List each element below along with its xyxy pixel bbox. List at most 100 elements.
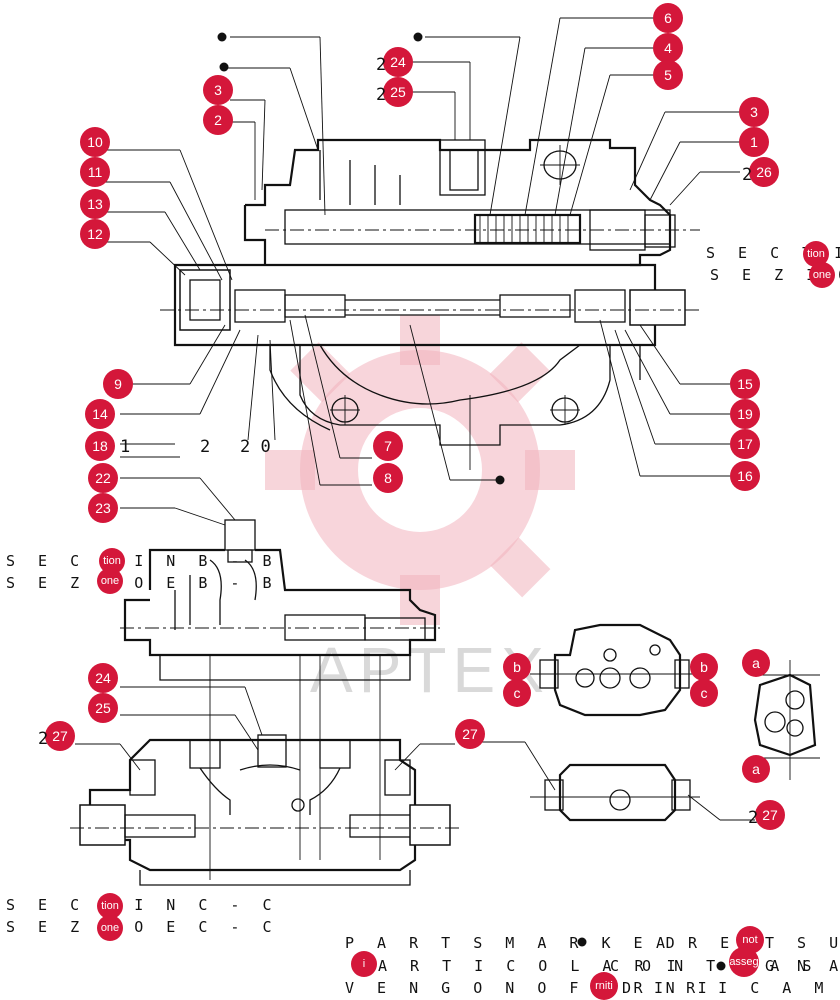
callout-b-right: b [690, 653, 718, 681]
svg-text:24: 24 [95, 670, 111, 686]
section-b-label-it: S E Z I O E B - B [6, 574, 279, 592]
svg-text:i: i [363, 958, 365, 970]
marker-dot [219, 62, 229, 72]
small-view-leader-lines [480, 741, 755, 821]
callout-c-right: c [690, 679, 718, 707]
callout-11: 11 [80, 157, 110, 187]
callout-c-left: c [503, 679, 531, 707]
svg-text:22: 22 [95, 470, 111, 486]
callout-b-left: b [503, 653, 531, 681]
section-c-label-en: S E C T I N C - C [6, 896, 279, 914]
callout-25-lower: 25 [88, 693, 118, 723]
svg-text:27: 27 [762, 807, 778, 823]
small-view-side [753, 660, 820, 780]
svg-text:1: 1 [750, 134, 758, 150]
partial-digit: 2 [376, 85, 386, 105]
svg-text:a: a [752, 761, 760, 777]
note-line-3-b: D I R I C A M B I [622, 979, 840, 997]
partial-digit: 2 [742, 165, 752, 185]
callout-a-top: a [742, 649, 770, 677]
svg-text:27: 27 [462, 726, 478, 742]
callout-27-right: 27 [755, 800, 785, 830]
section-a-label-it: S E Z I O [710, 266, 840, 284]
callout-3-right: 3 [739, 97, 769, 127]
callout-27-left: 27 [45, 721, 75, 751]
overlay-not: not [736, 926, 764, 954]
svg-text:asseg: asseg [729, 956, 758, 968]
section-b-label-en: S E C T I N B - B [6, 552, 279, 570]
svg-text:17: 17 [737, 436, 753, 452]
note-line-2: A R T I C O L A R I [378, 957, 683, 975]
svg-text:7: 7 [384, 438, 392, 454]
callout-a-bottom: a [742, 755, 770, 783]
callout-12: 12 [80, 219, 110, 249]
svg-text:3: 3 [750, 104, 758, 120]
callout-23: 23 [88, 493, 118, 523]
callout-2: 2 [203, 105, 233, 135]
svg-text:c: c [701, 685, 708, 701]
svg-text:13: 13 [87, 196, 103, 212]
callout-17: 17 [730, 429, 760, 459]
overlay-tion-a: tion [803, 241, 829, 267]
svg-text:3: 3 [214, 82, 222, 98]
callout-13: 13 [80, 189, 110, 219]
svg-text:4: 4 [664, 40, 672, 56]
callout-7: 7 [373, 431, 403, 461]
partial-digit: 2 [38, 729, 48, 749]
svg-text:not: not [742, 934, 757, 946]
callout-27-mid: 27 [455, 719, 485, 749]
callout-4: 4 [653, 33, 683, 63]
svg-text:24: 24 [390, 54, 406, 70]
section-c-label-it: S E Z I O E C - C [6, 918, 279, 936]
note-line-2-c: G N A [765, 957, 840, 975]
callout-24-lower: 24 [88, 663, 118, 693]
marker-dot [716, 961, 726, 971]
svg-text:25: 25 [95, 700, 111, 716]
overlay-one-b: one [97, 568, 123, 594]
svg-text:2: 2 [214, 112, 222, 128]
marker-dot [577, 937, 587, 947]
svg-text:12: 12 [87, 226, 103, 242]
section-c-drawing [70, 734, 460, 886]
section-b-leader-lines [120, 456, 236, 526]
partial-digit: 2 [200, 437, 210, 457]
svg-text:14: 14 [92, 406, 108, 422]
callout-8: 8 [373, 463, 403, 493]
section-a-leader-lines [95, 17, 740, 486]
callout-24: 24 [383, 47, 413, 77]
callout-10: 10 [80, 127, 110, 157]
svg-text:tion: tion [101, 900, 119, 912]
svg-text:27: 27 [52, 728, 68, 744]
overlay-i: i [351, 951, 377, 977]
callout-14: 14 [85, 399, 115, 429]
callout-9: 9 [103, 369, 133, 399]
svg-text:11: 11 [88, 164, 103, 180]
callout-6: 6 [653, 3, 683, 33]
callout-3: 3 [203, 75, 233, 105]
svg-text:tion: tion [103, 555, 121, 567]
svg-text:8: 8 [384, 470, 392, 486]
svg-text:9: 9 [114, 376, 122, 392]
overlay-tion-c: tion [97, 893, 123, 919]
callout-25: 25 [383, 77, 413, 107]
section-a-drawing [160, 138, 700, 470]
svg-text:tion: tion [807, 248, 825, 260]
svg-text:19: 19 [737, 406, 753, 422]
note-line-1: P A R T S M A R K E D [345, 934, 682, 952]
svg-text:16: 16 [737, 468, 753, 484]
small-view-bottom [530, 763, 700, 822]
overlay-one-c: one [97, 915, 123, 941]
note-line-1-c: T S U [765, 934, 840, 952]
svg-text:a: a [752, 655, 760, 671]
callout-16: 16 [730, 461, 760, 491]
watermark-gear-logo [265, 315, 575, 625]
callout-18: 18 [85, 431, 115, 461]
small-view-top [530, 623, 700, 717]
partial-digit: 1 [120, 437, 130, 457]
svg-text:one: one [813, 269, 831, 281]
section-c-leader-lines [75, 686, 455, 771]
svg-text:one: one [101, 922, 119, 934]
callout-19: 19 [730, 399, 760, 429]
svg-text:rniti: rniti [595, 980, 613, 992]
